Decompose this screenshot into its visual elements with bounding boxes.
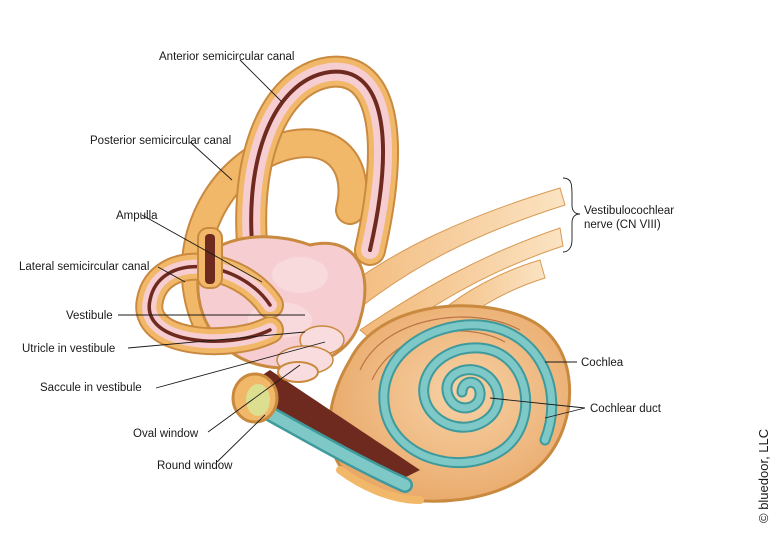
label-anterior-semicircular-canal: Anterior semicircular canal xyxy=(159,51,295,63)
label-round-window: Round window xyxy=(157,460,233,472)
label-cochlear-duct: Cochlear duct xyxy=(590,403,662,415)
label-nerve-line1: Vestibulocochlear xyxy=(584,205,674,217)
leader-lines xyxy=(118,59,586,463)
label-vestibule: Vestibule xyxy=(66,310,113,322)
copyright-text: © bluedoor, LLC xyxy=(756,428,771,523)
label-saccule: Saccule in vestibule xyxy=(40,382,142,394)
lateral-semicircular-canal xyxy=(135,252,284,356)
label-oval-window: Oval window xyxy=(133,428,199,440)
label-utricle: Utricle in vestibule xyxy=(22,343,115,355)
anterior-semicircular-canal xyxy=(235,55,399,286)
label-cochlea: Cochlea xyxy=(581,357,624,369)
oval-window xyxy=(277,361,319,383)
cochlear-duct xyxy=(378,319,558,469)
label-lateral-semicircular-canal: Lateral semicircular canal xyxy=(19,261,149,273)
ampulla xyxy=(197,227,223,289)
label-posterior-semicircular-canal: Posterior semicircular canal xyxy=(90,135,231,147)
label-nerve-line2: nerve (CN VIII) xyxy=(584,219,661,231)
nerve-brace xyxy=(562,177,581,253)
label-ampulla: Ampulla xyxy=(116,210,158,222)
